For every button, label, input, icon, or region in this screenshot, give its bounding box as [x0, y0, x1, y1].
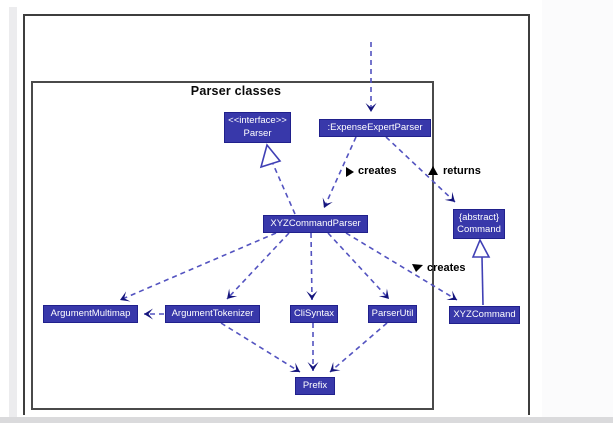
- class-box-name: ArgumentMultimap: [50, 307, 131, 319]
- class-box-argument-tokenizer: ArgumentTokenizer: [165, 305, 260, 323]
- class-box-parser-interface: <<interface>> Parser: [224, 112, 291, 143]
- edge-label-returns: returns: [443, 165, 481, 177]
- edge-label-creates-bottom: creates: [427, 262, 466, 274]
- class-box-cli-syntax: CliSyntax: [290, 305, 338, 323]
- class-box-argument-multimap: ArgumentMultimap: [43, 305, 138, 323]
- class-box-stereotype: <<interface>>: [228, 115, 287, 127]
- page-edge-right: [542, 0, 613, 417]
- page-edge-left: [9, 7, 17, 417]
- class-box-xyz-command-parser: XYZCommandParser: [263, 215, 368, 233]
- class-box-name: ParserUtil: [371, 307, 414, 319]
- class-box-name: Prefix: [302, 379, 328, 391]
- class-box-name: ArgumentTokenizer: [171, 307, 254, 319]
- class-box-name: XYZCommandParser: [270, 217, 361, 229]
- diagram-title: Parser classes: [190, 84, 282, 98]
- class-box-stereotype: {abstract}: [458, 211, 500, 223]
- class-box-name: Command: [457, 224, 501, 235]
- outer-frame: [23, 14, 530, 415]
- class-box-name: Parser: [243, 127, 272, 139]
- class-box-xyz-command: XYZCommand: [449, 306, 520, 324]
- page-edge-bottom: [0, 417, 613, 423]
- edge-label-creates-top: creates: [358, 165, 397, 177]
- class-box-parser-util: ParserUtil: [368, 305, 417, 323]
- class-box-expense-expert-parser: :ExpenseExpertParser: [319, 119, 431, 137]
- class-box-abstract-command: {abstract} Command: [453, 209, 505, 239]
- class-box-name: CliSyntax: [293, 307, 335, 319]
- class-box-name: XYZCommand: [453, 308, 516, 320]
- class-box-prefix: Prefix: [295, 377, 335, 395]
- class-box-name: :ExpenseExpertParser: [327, 121, 423, 133]
